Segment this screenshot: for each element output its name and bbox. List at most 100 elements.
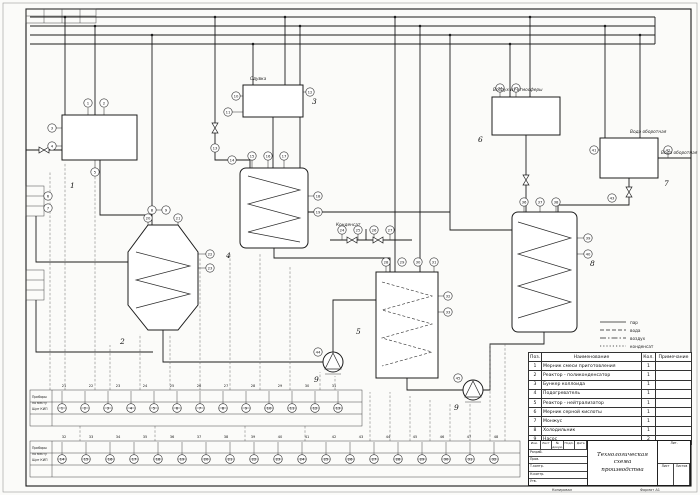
- title-block: Изм. Лист № докум. Подп. Дата Разраб. Пр…: [528, 440, 691, 486]
- instrument-bubble-number: 8: [151, 208, 154, 213]
- instrument-bubble-number: 1: [87, 101, 90, 106]
- instrument-bubble-number: 10: [234, 94, 239, 99]
- spec-cell-pos: 7: [528, 416, 542, 427]
- instrument-stubs: [56, 91, 669, 313]
- panel-instrument-number: 20: [204, 456, 209, 461]
- spec-cell-qty: 1: [641, 397, 656, 409]
- tb-lit-label: Лит.: [658, 441, 690, 464]
- spec-cell-name: Подогреватель: [541, 388, 642, 399]
- cooler-coil: [516, 221, 573, 319]
- equipment-bunker-3: [242, 84, 304, 118]
- spec-cell-qty: 1: [641, 379, 656, 390]
- panel-instrument-number: 1: [61, 405, 64, 410]
- panel-instrument-number: 29: [420, 456, 425, 461]
- tb-hcell: Лист: [541, 441, 553, 449]
- instrument-bubble: [247, 151, 257, 161]
- instrument-bubble-number: 41: [592, 148, 597, 153]
- equipment-position-label: 8: [590, 259, 595, 268]
- panel-instrument-number: 21: [228, 456, 233, 461]
- instrument-bubble-number: 16: [266, 154, 271, 159]
- instrument-bubble: [413, 257, 423, 267]
- spec-cell-pos: 8: [528, 425, 542, 436]
- pipe-annotation: Конденсат: [336, 222, 361, 228]
- strip-line-number: 45: [413, 435, 418, 439]
- instrument-bubble-number: 15: [250, 154, 255, 159]
- instrument-bubble: [453, 373, 463, 383]
- instrument-bubble: [263, 151, 273, 161]
- instrument-bubble: [519, 197, 529, 207]
- strip-line-number: 43: [359, 435, 364, 439]
- instrument-bubble: [210, 143, 220, 153]
- spec-row: 4 Подогреватель 1: [528, 388, 692, 399]
- instrument-bubble: [47, 141, 57, 151]
- instrument-bubble-number: 14: [230, 158, 235, 163]
- instrument-bubble: [337, 225, 347, 235]
- panel-instrument-number: 3: [107, 405, 110, 410]
- strip-line-number: 47: [467, 435, 472, 439]
- equipment-position-label: 9: [454, 403, 459, 412]
- equipment-reactor-2: [127, 224, 199, 331]
- panel-instrument-number: 5: [153, 405, 156, 410]
- tb-role: Пров.: [529, 457, 587, 465]
- equipment-spec-table: Поз. Наименование Кол. Примечание 1 Мерн…: [528, 351, 692, 445]
- strip-line-number: 28: [251, 384, 256, 388]
- instrument-bubble-number: 17: [282, 154, 287, 159]
- panel-instrument-number: 30: [444, 456, 449, 461]
- instrument-bubble-number: 20: [146, 216, 151, 221]
- panel-instrument-number: 2: [84, 405, 87, 410]
- spec-row: 5 Реактор - нейтрализатор 1: [528, 397, 692, 409]
- reactor-coil: [134, 251, 192, 309]
- tb-role: Н.контр.: [529, 472, 587, 479]
- instrument-bubble: [511, 83, 521, 93]
- instrument-bubble: [227, 155, 237, 165]
- spec-cell-pos: 2: [528, 370, 542, 381]
- instrument-bubble: [535, 197, 545, 207]
- panel-instrument-number: 27: [372, 456, 377, 461]
- tb-sheet-label: Лист: [658, 463, 674, 485]
- equipment-mernik-1: [61, 114, 138, 161]
- strip-line-number: 32: [62, 435, 67, 439]
- spec-cell-note: [655, 379, 692, 390]
- panel-instrument-number: 25: [324, 456, 329, 461]
- pipe-annotation: Воздух из атмосферы: [493, 87, 543, 93]
- equipment-position-label: 4: [225, 251, 231, 260]
- drawing-frame: [25, 8, 692, 487]
- strip-line-number: 48: [494, 435, 499, 439]
- spec-cell-note: [655, 370, 692, 381]
- strip-line-number: 29: [278, 384, 283, 388]
- spec-cell-qty: 1: [641, 416, 656, 427]
- tb-hcell: Дата: [575, 441, 587, 449]
- instrument-bubble-number: 35: [514, 86, 519, 91]
- spec-cell-note: [655, 388, 692, 399]
- column-packing: [380, 281, 434, 367]
- instrument-bubble: [443, 291, 453, 301]
- strip-panel-label: Приборы: [32, 446, 47, 450]
- equipment-position-label: 9: [314, 375, 319, 384]
- strip-line-number: 41: [305, 435, 310, 439]
- spec-header-row: Поз. Наименование Кол. Примечание: [528, 351, 692, 363]
- instrument-bubble: [495, 83, 505, 93]
- valve-icon: [38, 122, 633, 244]
- heater-coil: [246, 175, 302, 243]
- instrument-bubble: [43, 191, 53, 201]
- instrument-bubble: [147, 205, 157, 215]
- spec-header-note: Примечание: [655, 351, 692, 363]
- tb-hcell: Подп.: [564, 441, 576, 449]
- tb-role: Утв.: [530, 478, 537, 483]
- strip-line-number: 35: [143, 435, 148, 439]
- spec-cell-name: Монжус: [541, 416, 642, 427]
- strip-line-number: 25: [170, 384, 175, 388]
- panel-instrument-number: 12: [313, 405, 318, 410]
- drawing-title: Технологическая схема производства: [588, 441, 658, 485]
- instrument-bubble: [385, 225, 395, 235]
- spec-cell-note: [655, 425, 692, 436]
- instrument-bubble: [143, 213, 153, 223]
- panel-instrument-number: 4: [130, 405, 133, 410]
- spec-cell-pos: 4: [528, 388, 542, 399]
- strip-line-number: 24: [143, 384, 148, 388]
- panel-instrument-number: 11: [290, 405, 295, 410]
- strip-line-number: 44: [386, 435, 391, 439]
